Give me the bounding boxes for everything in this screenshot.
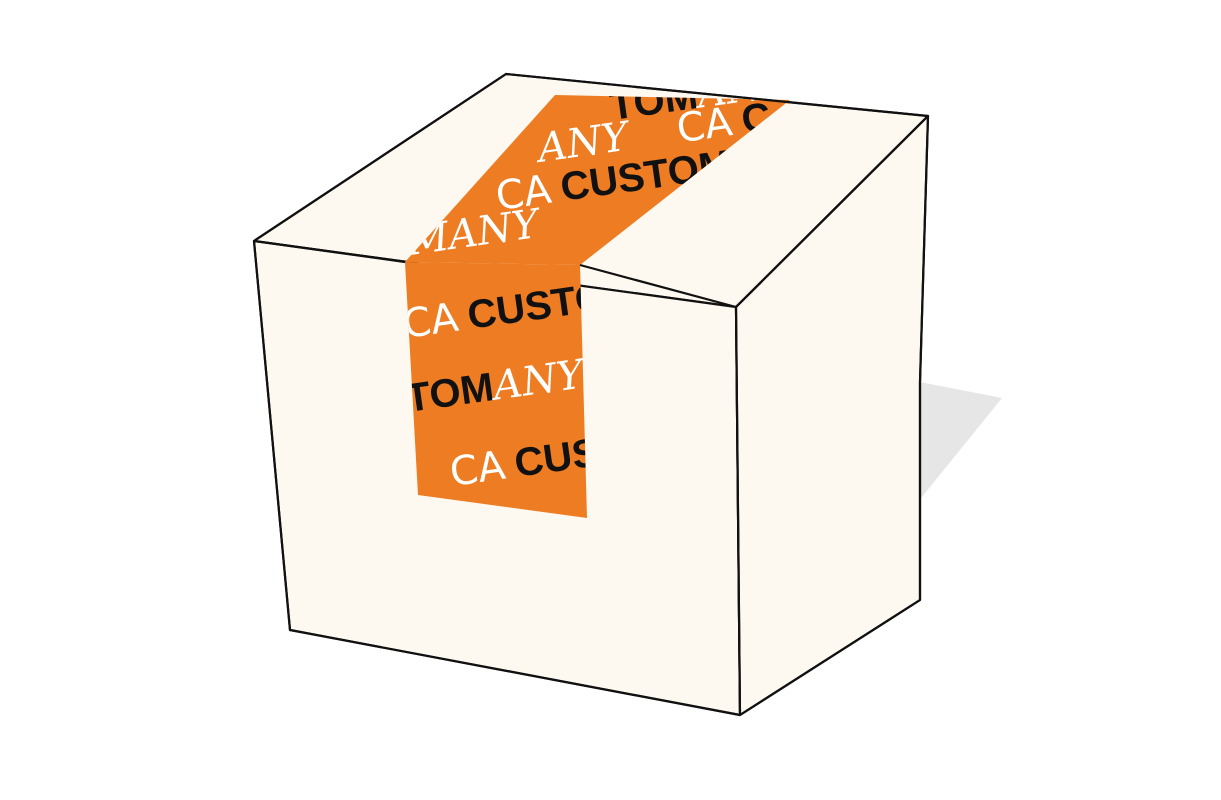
tape-top-strip	[405, 95, 790, 265]
tape-front-strip	[405, 262, 587, 518]
box-shadow	[738, 382, 1002, 718]
box-edges	[252, 72, 930, 717]
tape-row-front-3: CACUS	[447, 430, 602, 496]
